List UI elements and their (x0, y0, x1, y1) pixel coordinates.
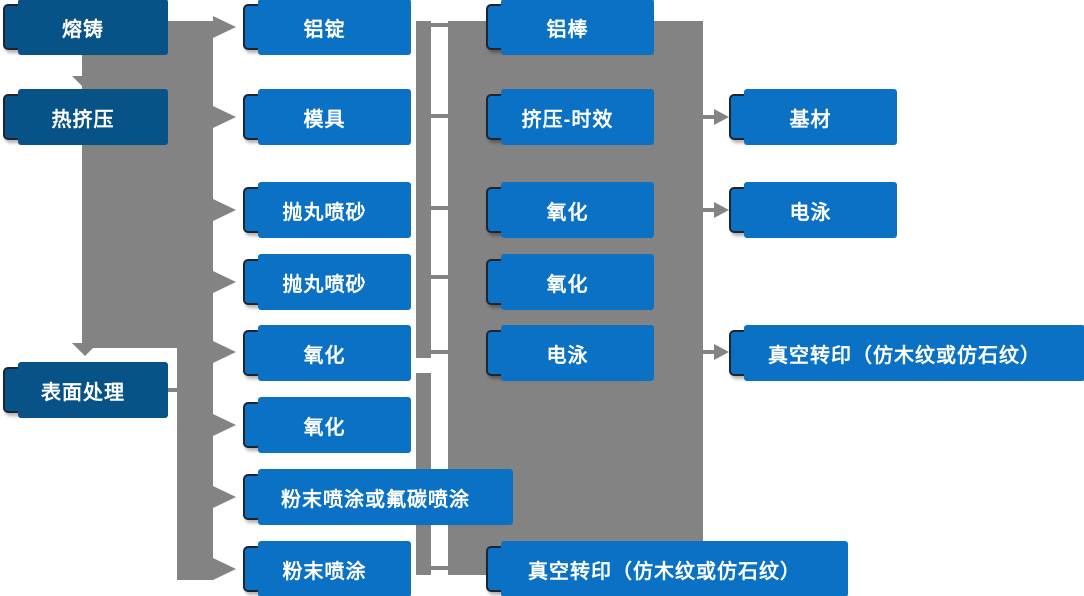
node-electrophoresis-2: 电泳 (729, 182, 897, 238)
node-surface-treatment: 表面处理 (3, 362, 168, 418)
node-vacuum-transfer-print-2: 真空转印（仿木纹或仿石纹） (729, 325, 1084, 381)
arrow-to-electrophoresis-2 (714, 202, 729, 218)
node-shot-blast-sandblast-2: 抛丸喷砂 (243, 254, 411, 310)
node-shot-blast-sandblast-1: 抛丸喷砂 (243, 182, 411, 238)
arrow-to-powder-fluorocarbon (213, 486, 236, 508)
node-substrate: 基材 (729, 89, 897, 145)
arrow-to-shot-blast-1 (213, 199, 236, 221)
arrow-to-oxidation-2 (213, 414, 236, 436)
node-extrusion-aging: 挤压-时效 (486, 89, 654, 145)
tick-row-vacuum-transfer-1 (431, 566, 448, 570)
flow-trunk-left (82, 21, 213, 348)
link-surface-treatment (161, 388, 178, 392)
link-to-substrate (703, 115, 716, 119)
arrow-to-vacuum-transfer-2 (714, 344, 729, 360)
node-oxidation-3: 氧化 (486, 182, 654, 238)
tick-row-extrusion-aging (431, 114, 448, 118)
flow-rail-mid-upper (416, 21, 431, 358)
arrow-to-aluminum-ingot (213, 16, 236, 38)
tick-row-oxidation-3 (431, 206, 448, 210)
tick-row-electrophoresis-1 (431, 350, 448, 354)
arrow-to-mold (213, 106, 236, 128)
node-aluminum-ingot: 铝锭 (243, 0, 411, 55)
node-aluminum-rod: 铝棒 (486, 0, 654, 55)
node-oxidation-1: 氧化 (243, 325, 411, 381)
link-to-electrophoresis-2 (703, 208, 716, 212)
tick-row-oxidation-4 (431, 275, 448, 279)
node-mold: 模具 (243, 89, 411, 145)
arrow-to-powder-coating (213, 558, 236, 580)
flow-branch-left-lower (177, 348, 213, 580)
node-oxidation-4: 氧化 (486, 254, 654, 310)
arrow-to-oxidation-1 (213, 341, 236, 363)
node-oxidation-2: 氧化 (243, 397, 411, 453)
arrow-to-substrate (714, 109, 729, 125)
node-vacuum-transfer-print-1: 真空转印（仿木纹或仿石纹） (486, 541, 848, 596)
node-electrophoresis-1: 电泳 (486, 325, 654, 381)
node-powder-coating: 粉末喷涂 (243, 541, 411, 596)
node-hot-extrusion: 热挤压 (3, 89, 168, 145)
arrow-down-to-surface-treatment (72, 343, 98, 356)
link-to-vacuum-transfer-2 (703, 350, 716, 354)
node-powder-or-fluorocarbon-coating: 粉末喷涂或氟碳喷涂 (243, 469, 513, 525)
tick-row-aluminum-rod (431, 23, 448, 27)
arrow-to-shot-blast-2 (213, 271, 236, 293)
node-melting-casting: 熔铸 (3, 0, 168, 55)
